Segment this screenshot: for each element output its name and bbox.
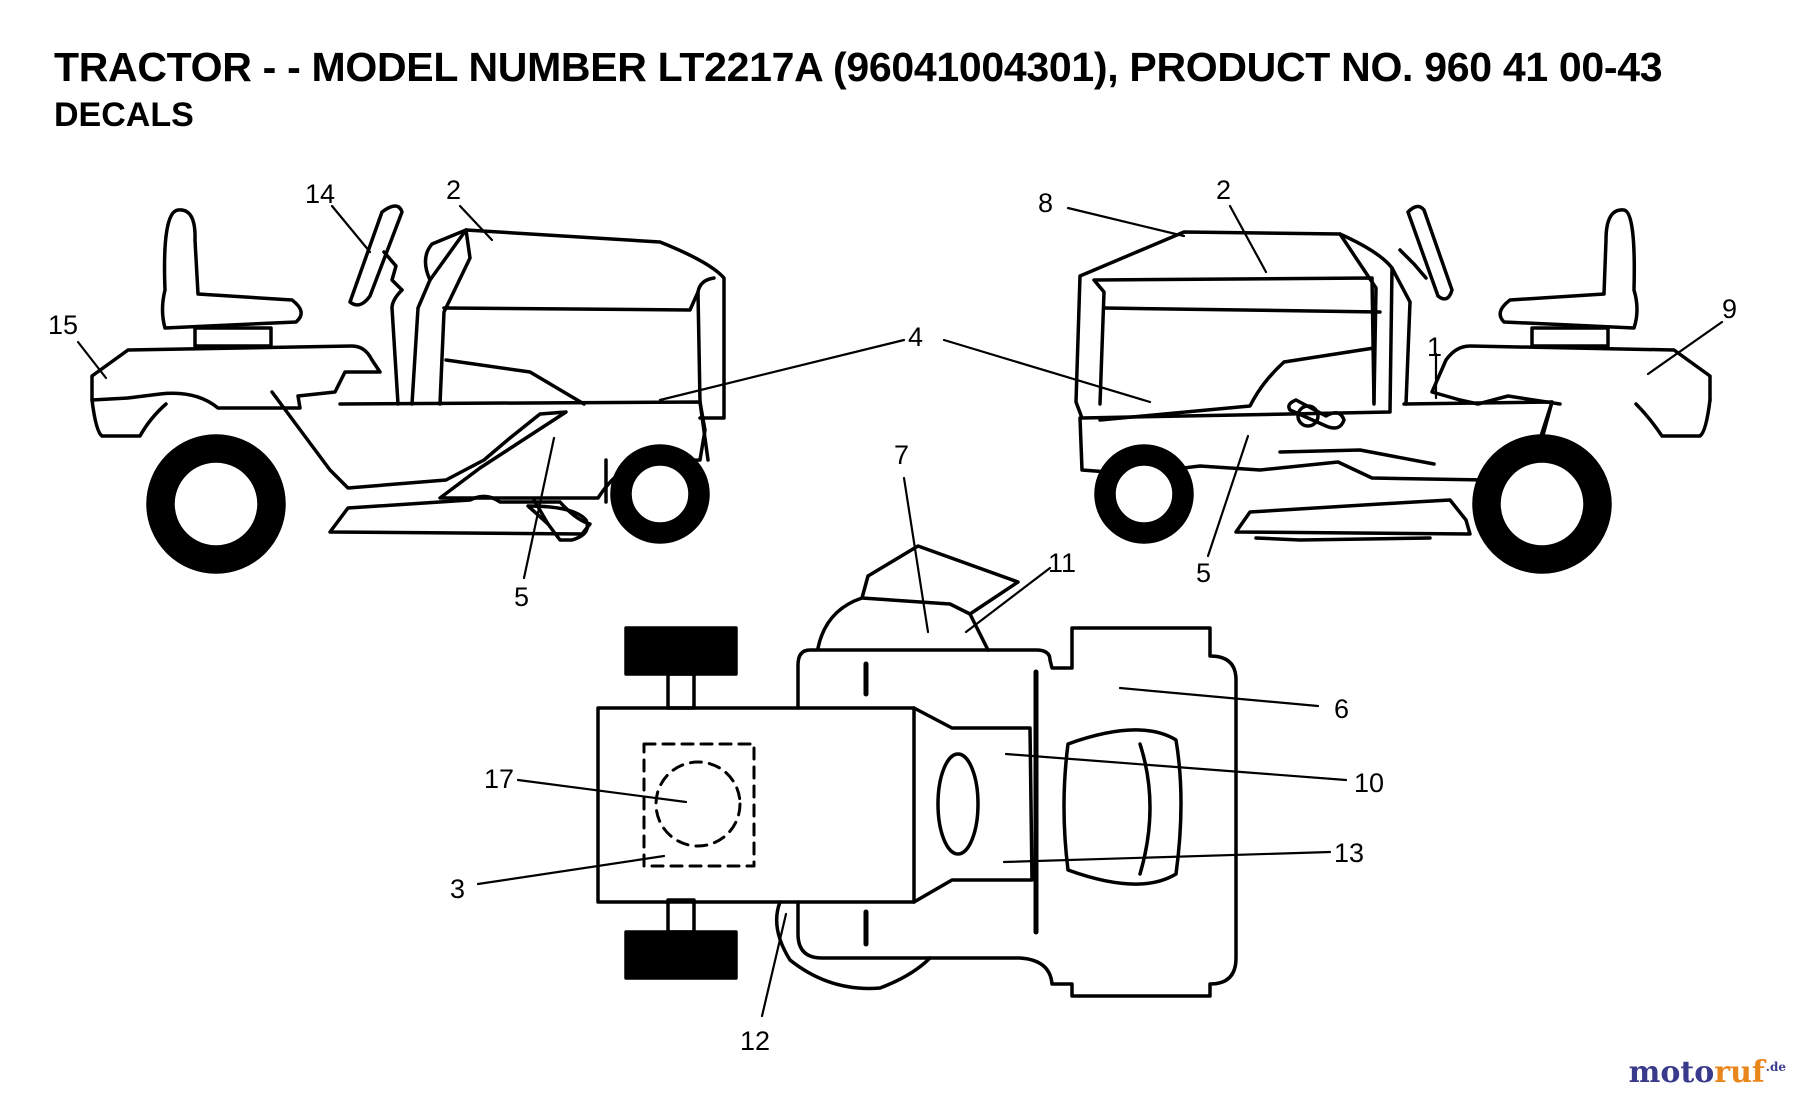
callout-11: 11 [1048, 548, 1076, 578]
callout-7: 7 [894, 440, 909, 470]
callout-15: 15 [48, 310, 78, 340]
tractor-right-side-view [1074, 204, 1712, 574]
callout-4: 4 [908, 322, 923, 352]
callout-numbers: 14 2 15 5 4 8 2 9 1 5 7 11 6 10 17 13 3 … [48, 175, 1737, 1056]
watermark-part-c: .de [1765, 1060, 1786, 1074]
callout-12: 12 [740, 1026, 770, 1056]
callout-3: 3 [450, 874, 465, 904]
page-title: TRACTOR - - MODEL NUMBER LT2217A (960410… [54, 44, 1663, 90]
callout-10: 10 [1354, 768, 1384, 798]
tractor-left-side-view [90, 204, 726, 574]
callout-2-right: 2 [1216, 175, 1231, 205]
callout-17: 17 [484, 764, 514, 794]
tractor-top-view [596, 544, 1238, 998]
callout-9: 9 [1722, 294, 1737, 324]
callout-5-left: 5 [514, 582, 529, 612]
leader-lines [76, 204, 1724, 1018]
watermark-part-a: moto [1628, 1055, 1715, 1090]
watermark-logo: motoruf.de [1629, 1055, 1786, 1090]
callout-13: 13 [1334, 838, 1364, 868]
callout-2-left: 2 [446, 175, 461, 205]
callout-14: 14 [305, 179, 335, 209]
callout-5-right: 5 [1196, 558, 1211, 588]
callout-1: 1 [1427, 332, 1442, 362]
callout-6: 6 [1334, 694, 1349, 724]
callout-8: 8 [1038, 188, 1053, 218]
page-subtitle: DECALS [54, 96, 194, 134]
watermark-part-b: ruf [1714, 1055, 1765, 1090]
